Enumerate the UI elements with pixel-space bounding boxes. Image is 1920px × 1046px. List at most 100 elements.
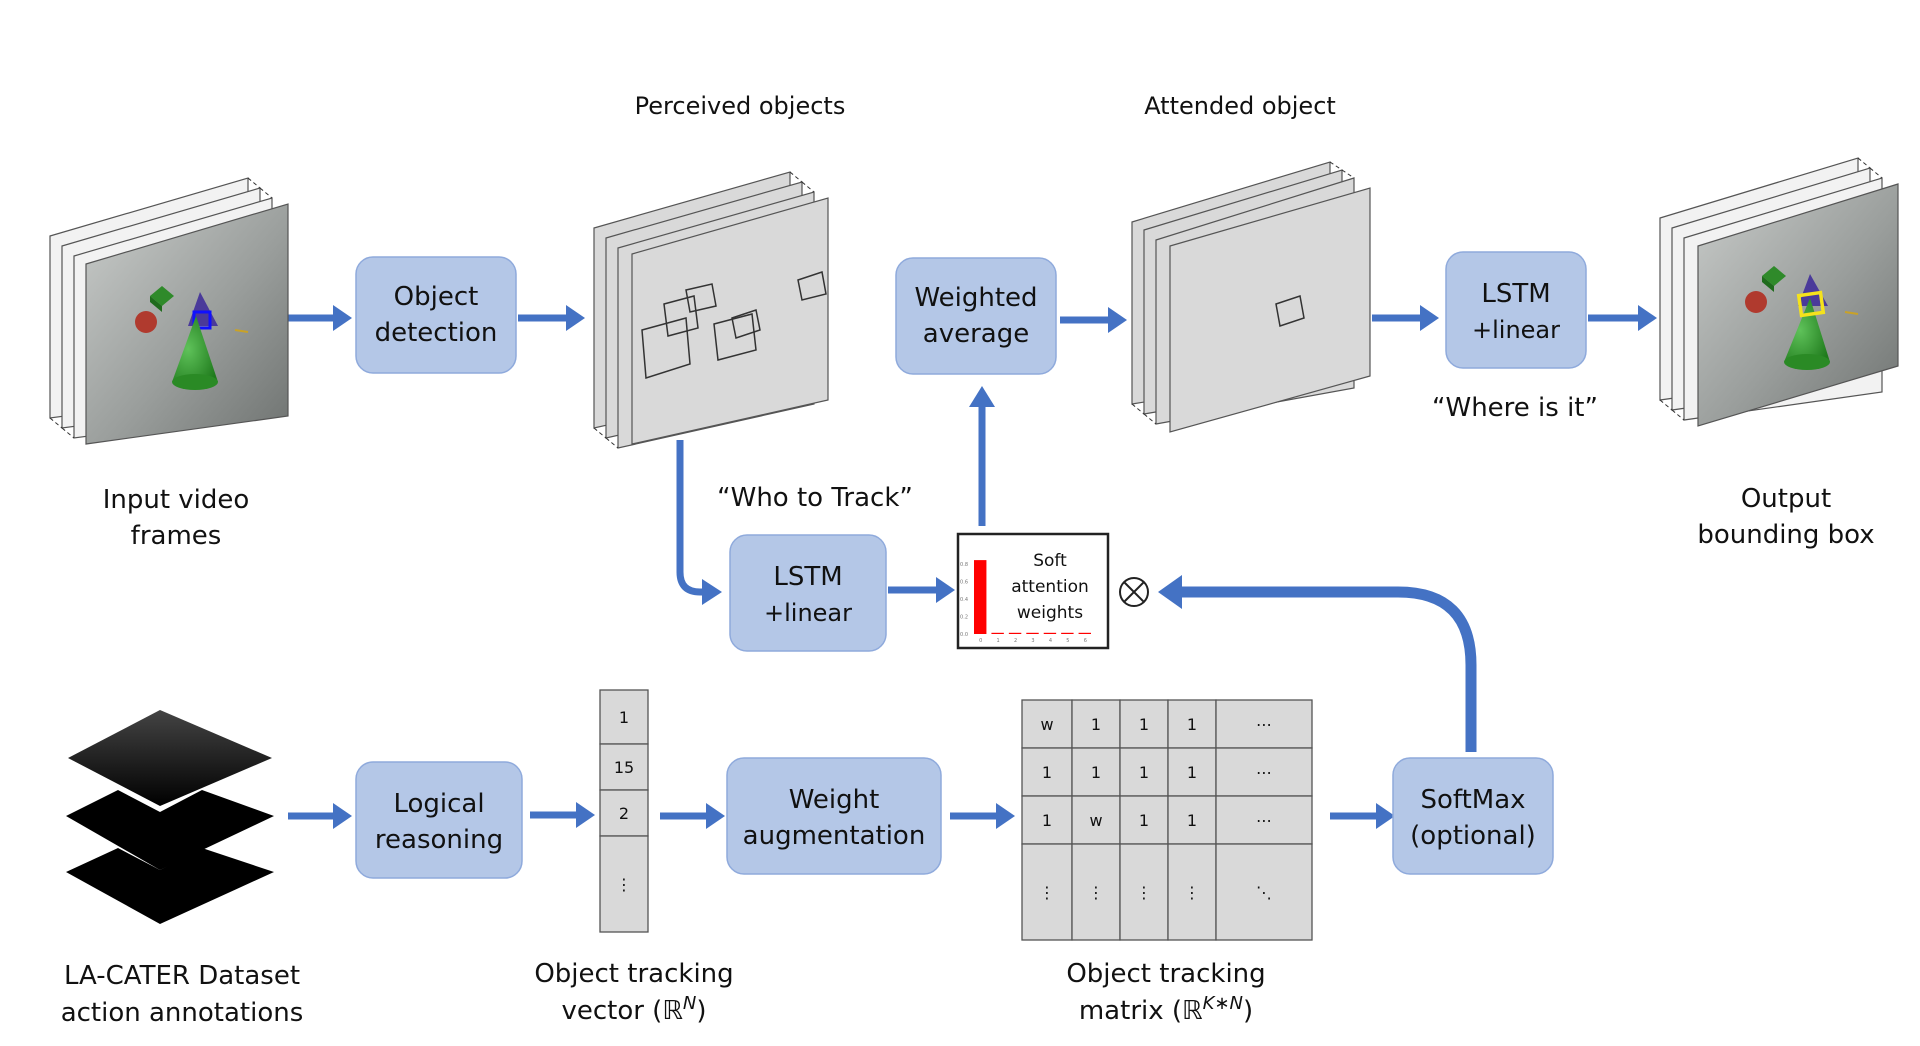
- attention-x-tick: 3: [1031, 638, 1034, 644]
- matrix-cell-value: 1: [1187, 763, 1197, 782]
- arrows: [288, 305, 1657, 829]
- matrix-cell: [1167, 795, 1217, 845]
- attention-y-tick: 0.6: [960, 580, 968, 586]
- object-detection-label-1: Object: [394, 282, 479, 312]
- softmax-label-1: SoftMax: [1420, 785, 1525, 815]
- dataset-label-2: action annotations: [61, 998, 304, 1028]
- matrix-cell: [1071, 795, 1121, 845]
- logical-reasoning-box: Logical reasoning: [355, 761, 523, 879]
- attention-y-tick: 0.8: [960, 562, 968, 568]
- vector-cell-value: 2: [619, 804, 629, 823]
- matrix-cell: [1119, 747, 1169, 797]
- arrow-lstm-to-output-head: [1638, 305, 1657, 331]
- arrow-objects-to-lstm-head: [702, 579, 722, 605]
- attention-bar: [974, 560, 987, 634]
- input-frames-label-1: Input video: [103, 485, 250, 515]
- arrow-vector-to-augmentation-head: [706, 803, 725, 829]
- arrow-avg-to-attended-head: [1108, 307, 1127, 333]
- arrow-attended-to-lstm-head: [1420, 305, 1439, 331]
- weight-augmentation-box: Weight augmentation: [726, 757, 942, 875]
- vector-cell-value: ⋮: [616, 875, 632, 894]
- object-detection-label-2: detection: [375, 318, 498, 348]
- vector-cell-value: 1: [619, 708, 629, 727]
- attention-x-tick: 4: [1049, 638, 1052, 644]
- arrow-lstm-to-attention-head: [936, 577, 955, 603]
- attention-y-ticks: 0.8 0.6 0.4 0.2 0.0: [960, 562, 968, 638]
- attention-text-2: attention: [1011, 577, 1089, 597]
- softmax-box: SoftMax (optional): [1392, 757, 1554, 875]
- matrix-label-1: Object tracking: [1066, 959, 1265, 989]
- attended-bounding-box: [1275, 295, 1305, 327]
- attention-x-tick: 2: [1014, 638, 1017, 644]
- arrow-attention-to-average-head: [969, 386, 995, 407]
- matrix-label-2: matrix (ℝK∗N): [1079, 993, 1253, 1026]
- matrix-cell: [1215, 699, 1313, 749]
- arrow-objects-to-lstm: [676, 440, 704, 596]
- dataset-layers-icon: [66, 710, 274, 924]
- attention-bar: [991, 632, 1004, 634]
- attention-bar: [1043, 632, 1057, 634]
- lstm-mid-label-1: LSTM: [773, 562, 842, 592]
- output-frames-stack: [1659, 157, 1899, 427]
- lstm-top-label-1: LSTM: [1481, 279, 1550, 309]
- attention-y-tick: 0.2: [960, 615, 968, 621]
- attention-y-tick: 0.4: [960, 597, 968, 603]
- attention-x-tick: 5: [1066, 638, 1069, 644]
- attended-object-stack: [1131, 161, 1371, 433]
- matrix-cell: [1071, 747, 1121, 797]
- matrix-cell-value: w: [1040, 715, 1053, 734]
- vector-cell: [599, 789, 649, 837]
- output-scene-objects: [1745, 266, 1859, 370]
- vector-label-2: vector (ℝN): [561, 993, 706, 1026]
- matrix-cell: [1167, 699, 1217, 749]
- attention-bar: [1061, 632, 1074, 634]
- arrow-reasoning-to-vector-head: [576, 802, 595, 828]
- output-label-1: Output: [1741, 484, 1831, 514]
- input-frames-stack: [49, 177, 289, 445]
- matrix-cell: [1021, 843, 1073, 941]
- matrix-cell-value: ⋱: [1256, 883, 1272, 902]
- arrow-softmax-to-otimes-head: [1158, 575, 1182, 609]
- lstm-mid-box: LSTM +linear: [729, 534, 887, 652]
- perceived-objects-stack: [593, 171, 829, 449]
- arrow-detection-to-objects-head: [566, 305, 585, 331]
- attention-x-tick: 6: [1084, 638, 1087, 644]
- logical-reasoning-label-2: reasoning: [375, 825, 503, 855]
- matrix-cell: [1119, 795, 1169, 845]
- matrix-cell-value: 1: [1139, 763, 1149, 782]
- matrix-cell: [1119, 843, 1169, 941]
- matrix-cell: [1021, 699, 1073, 749]
- arrow-matrix-to-softmax-head: [1376, 803, 1395, 829]
- attention-bar: [1026, 632, 1039, 634]
- input-frames-label-2: frames: [131, 521, 222, 551]
- weight-augmentation-label-2: augmentation: [743, 821, 926, 851]
- matrix-cell: [1215, 747, 1313, 797]
- attention-text-1: Soft: [1033, 551, 1067, 571]
- vector-cell: [599, 835, 649, 933]
- where-is-it-label: “Where is it”: [1432, 393, 1598, 423]
- matrix-cell-value: ⋮: [1136, 883, 1152, 902]
- input-scene-objects: [135, 286, 249, 390]
- matrix-cell-value: 1: [1091, 715, 1101, 734]
- matrix-cell-value: 1: [1139, 715, 1149, 734]
- matrix-cell-value: 1: [1139, 811, 1149, 830]
- softmax-label-2: (optional): [1410, 821, 1536, 851]
- matrix-cell: [1119, 699, 1169, 749]
- matrix-cell: [1215, 843, 1313, 941]
- object-detection-box: Object detection: [355, 256, 517, 374]
- who-to-track-label: “Who to Track”: [717, 483, 913, 513]
- attention-y-tick: 0.0: [960, 632, 968, 638]
- attention-bar: [1078, 632, 1091, 634]
- matrix-cell-value: ⋮: [1039, 883, 1055, 902]
- perceived-bounding-boxes: [641, 271, 827, 379]
- matrix-cell-value: ⋯: [1256, 763, 1272, 782]
- otimes-symbol: [1119, 577, 1149, 607]
- arrow-frames-to-detection-head: [333, 305, 352, 331]
- matrix-cell-value: ⋯: [1256, 811, 1272, 830]
- vector-label-1: Object tracking: [534, 959, 733, 989]
